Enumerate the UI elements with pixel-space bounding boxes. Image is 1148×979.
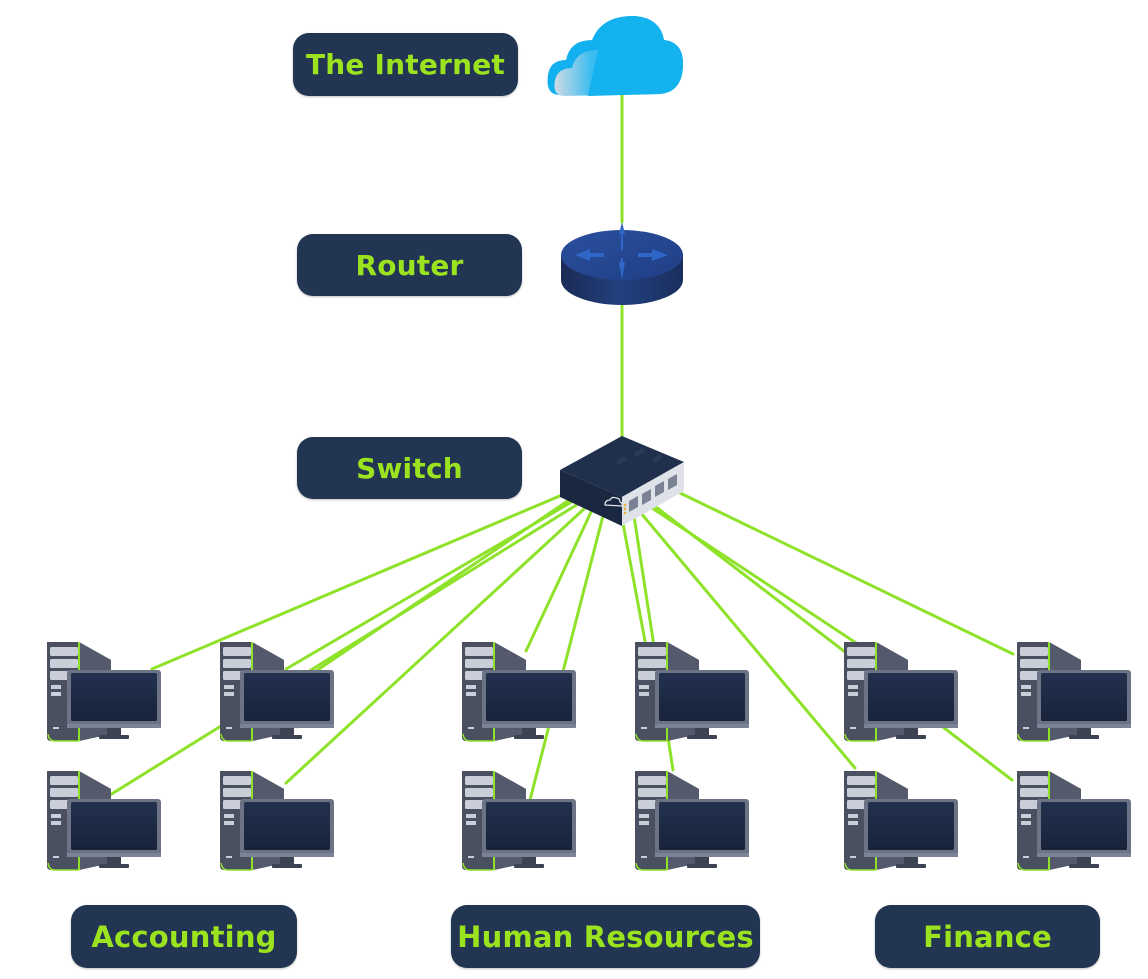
- pc-icon-hr-1[interactable]: [461, 641, 577, 742]
- label-group-finance: Finance: [875, 905, 1100, 968]
- pc-icon-acct-1[interactable]: [46, 641, 162, 742]
- pc-icon-acct-4[interactable]: [219, 770, 335, 871]
- pc-icon-hr-3[interactable]: [461, 770, 577, 871]
- cable-switch-acct-1: [150, 493, 564, 671]
- cable-switch-fin-2: [676, 490, 1015, 656]
- pc-icon-fin-2[interactable]: [1016, 641, 1132, 742]
- switch-icon[interactable]: [560, 436, 684, 526]
- cable-switch-fin-3: [638, 510, 857, 770]
- pc-icon-hr-4[interactable]: [634, 770, 750, 871]
- cable-switch-hr-2: [620, 516, 647, 643]
- pc-icon-fin-3[interactable]: [843, 770, 959, 871]
- cable-switch-acct-2b: [314, 496, 574, 673]
- cable-switch-acct-4: [284, 506, 587, 785]
- label-the-internet: The Internet: [293, 33, 518, 96]
- label-group-accounting: Accounting: [71, 905, 297, 968]
- cable-switch-fin-4: [654, 505, 1014, 782]
- cable-switch-acct-3: [108, 502, 580, 797]
- cloud-icon[interactable]: [547, 15, 684, 96]
- pc-icon-fin-1[interactable]: [843, 641, 959, 742]
- router-icon[interactable]: [561, 222, 683, 305]
- label-router: Router: [297, 234, 522, 296]
- pc-icon-fin-4[interactable]: [1016, 770, 1132, 871]
- pc-icon-hr-2[interactable]: [634, 641, 750, 742]
- cable-switch-hr-3: [528, 510, 606, 802]
- pc-icon-acct-2[interactable]: [219, 641, 335, 742]
- cable-switch-hr-1: [524, 508, 594, 653]
- pc-icon-acct-3[interactable]: [46, 770, 162, 871]
- label-group-human-resources: Human Resources: [451, 905, 760, 968]
- label-switch: Switch: [297, 437, 522, 499]
